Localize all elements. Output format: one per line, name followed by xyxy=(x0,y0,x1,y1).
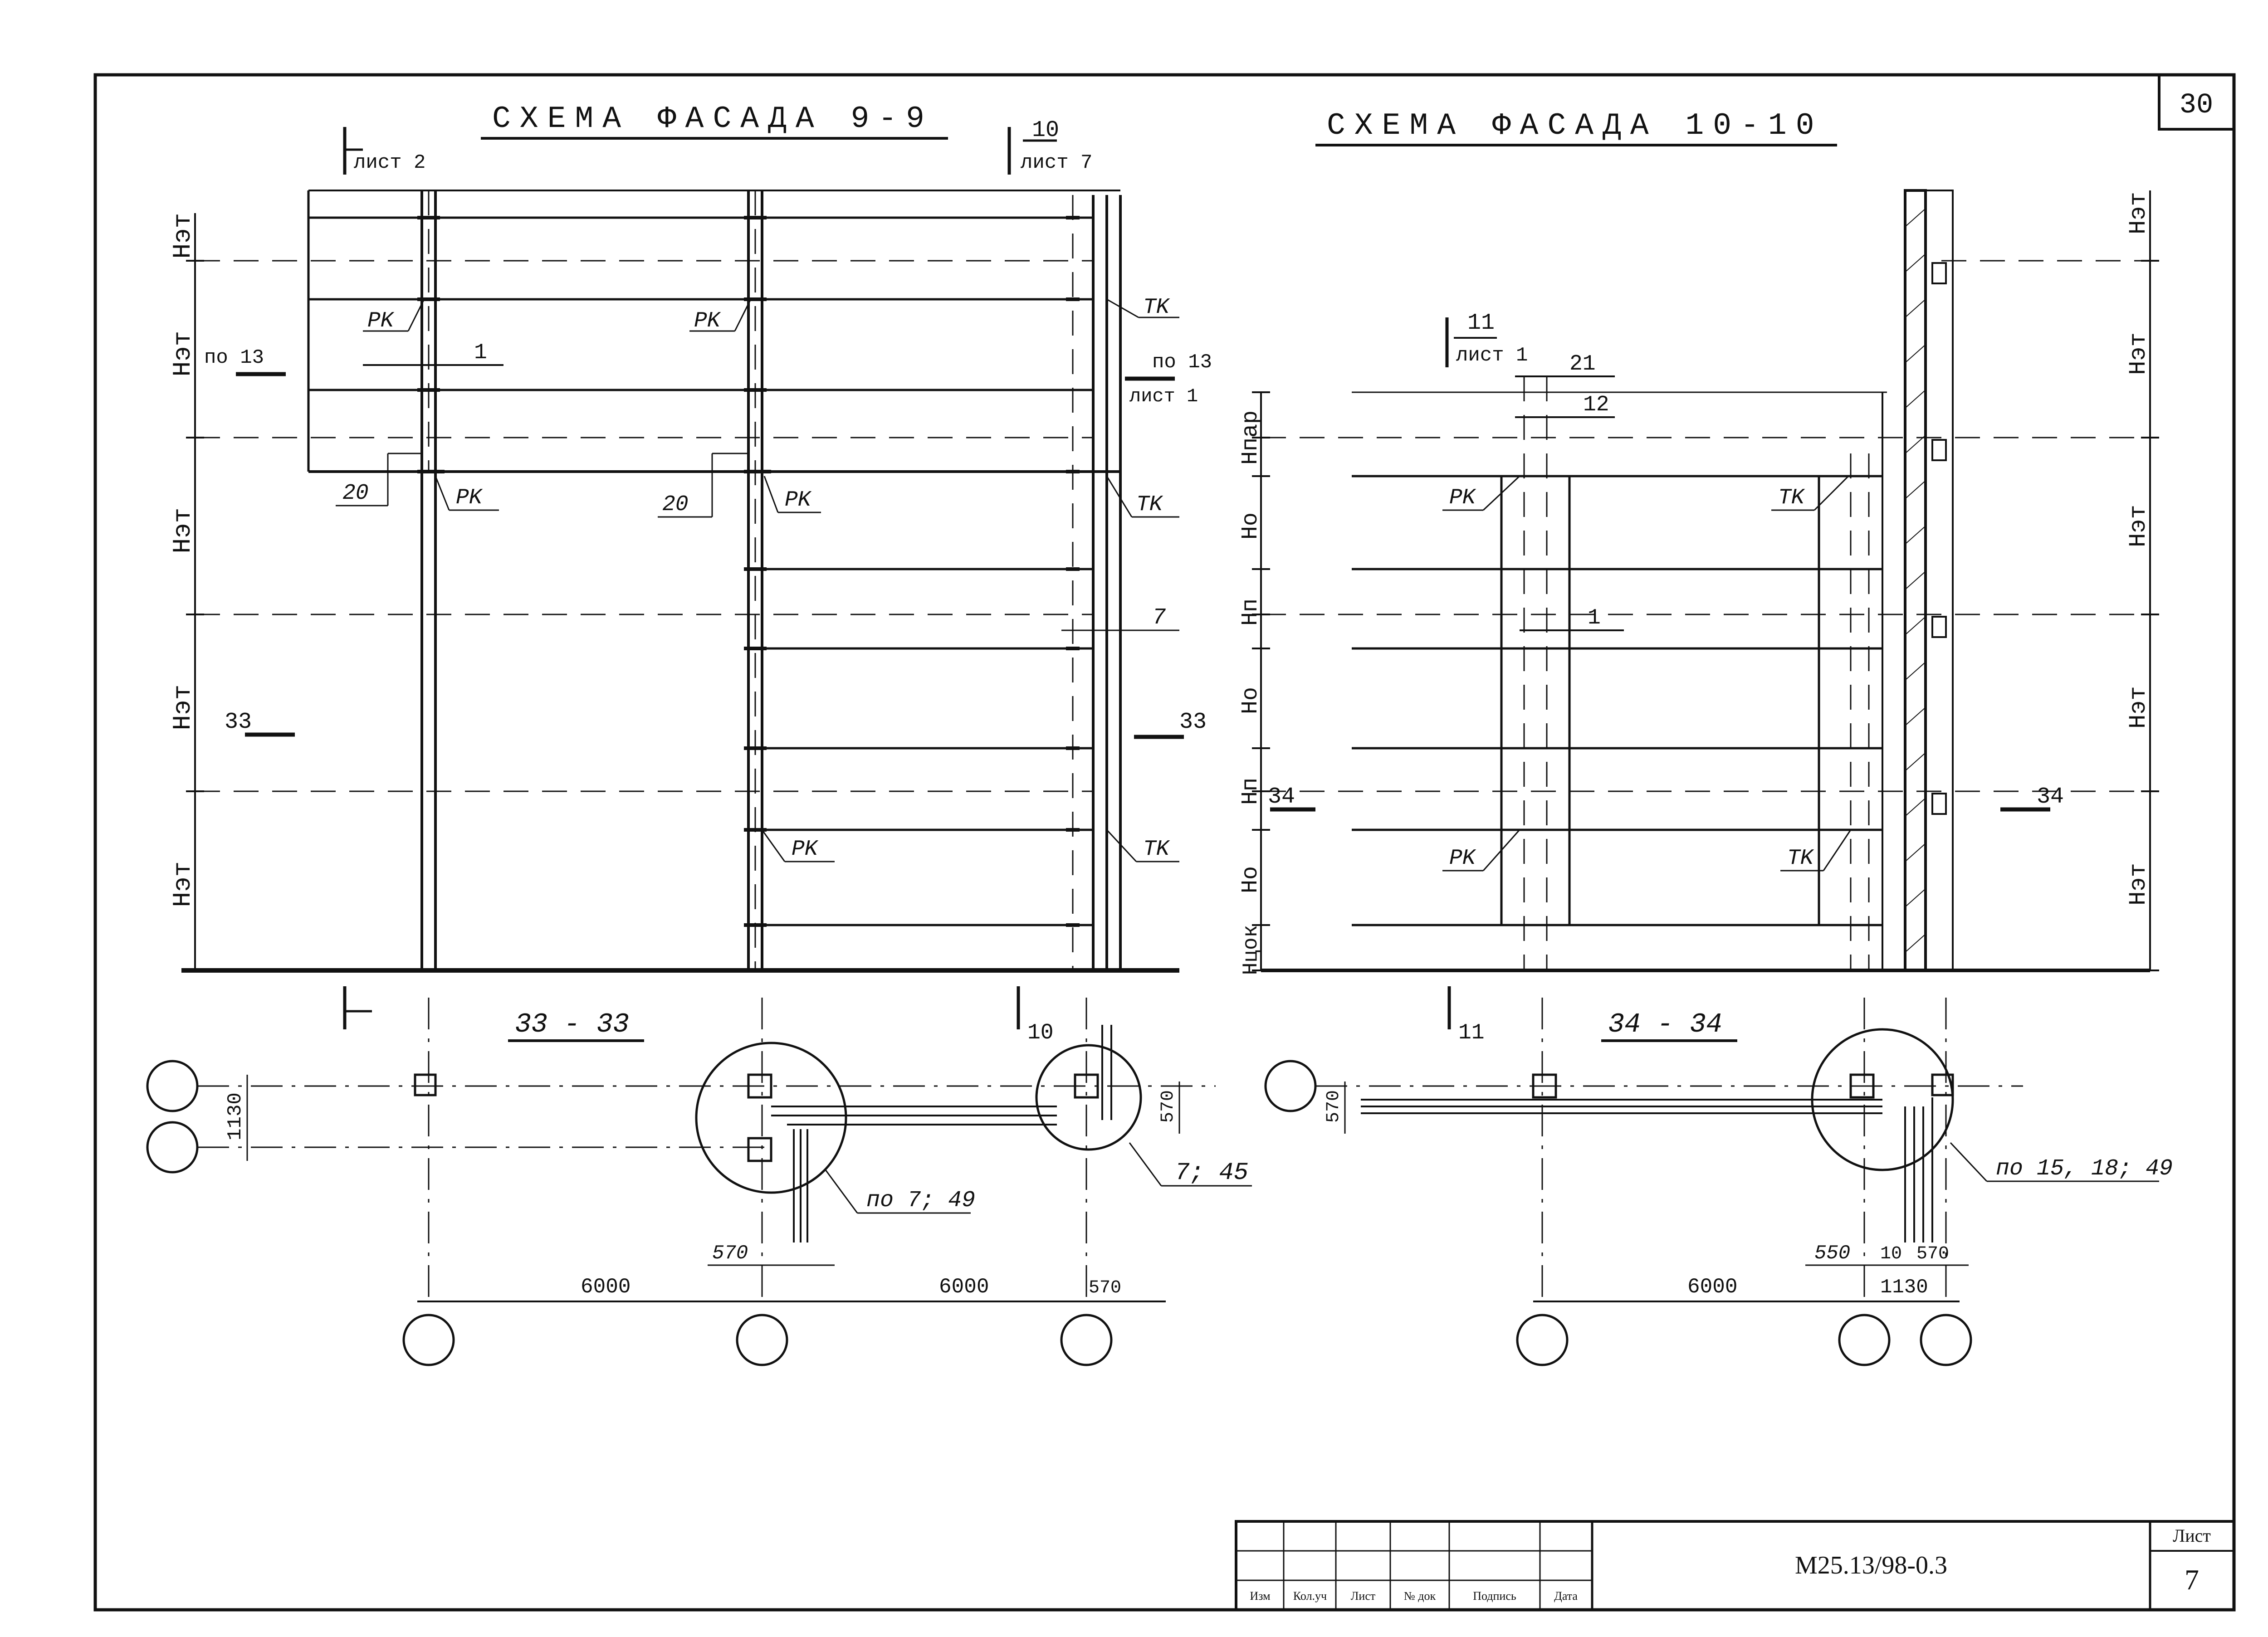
dim-570-c: 570 xyxy=(1089,1278,1121,1298)
callout-tk-3: TK xyxy=(1143,837,1170,862)
sheet-frame xyxy=(93,73,2236,1612)
level-h-2: Hэт xyxy=(168,331,197,377)
dim-6000-34: 6000 xyxy=(1687,1275,1737,1299)
level-r-2: Hэт xyxy=(2125,332,2152,375)
cut-13-right: по 13 xyxy=(1152,351,1212,374)
section-33-title: 33 - 33 xyxy=(515,1009,629,1040)
callout-tk-5: TK xyxy=(1787,846,1814,871)
detail-circle-3 xyxy=(1811,1028,1954,1171)
dim-570-mid: 570 xyxy=(712,1242,748,1265)
callout-pk-6: PK xyxy=(1449,486,1476,510)
callout-20-left: 20 xyxy=(342,481,369,506)
callout-pk-5: PK xyxy=(792,837,819,862)
level-hp-2: Hп xyxy=(1238,778,1264,805)
callout-tk-4: TK xyxy=(1778,486,1805,510)
axis-bubble-b xyxy=(146,1121,199,1174)
level-r-1: Hэт xyxy=(2125,192,2152,234)
callout-7: 7 xyxy=(1152,605,1166,631)
title-block: Изм Кол.уч Лист № док Подпись Дата М25.1… xyxy=(1235,1520,2235,1611)
cut-33-left: 33 xyxy=(225,709,252,735)
dim-1130: 1130 xyxy=(224,1092,247,1140)
page-number-box xyxy=(2158,73,2235,131)
detail-circle-2 xyxy=(1035,1044,1142,1151)
level-ho-3: Hо xyxy=(1238,866,1264,893)
dim-6000-a: 6000 xyxy=(581,1275,631,1299)
axis-bubble-1 xyxy=(402,1314,455,1366)
axis-bubble-c xyxy=(1264,1060,1317,1112)
callout-1: 1 xyxy=(474,341,487,365)
dim-570-34: 570 xyxy=(1324,1090,1344,1123)
cut-34-left: 34 xyxy=(1268,784,1295,810)
level-ho-2: Hо xyxy=(1238,687,1264,714)
sheet-label: Лист xyxy=(2173,1525,2211,1546)
cut-13-left: по 13 xyxy=(204,346,264,369)
dim-10: 10 xyxy=(1880,1244,1902,1264)
section-34-title: 34 - 34 xyxy=(1608,1009,1722,1040)
tb-header-izm: Изм xyxy=(1250,1589,1270,1603)
axis-bubble-6 xyxy=(1920,1314,1972,1366)
callout-pk-4: PK xyxy=(785,488,812,512)
cut-13-sheet: лист 1 xyxy=(1129,385,1198,407)
callout-1b: 1 xyxy=(1588,606,1601,630)
section-34-34: 11 34 - 34 570 по 15, 18; 49 550 10 570 … xyxy=(1264,986,2173,1366)
dim-570-34b: 570 xyxy=(1916,1244,1949,1264)
tb-header-kolu: Кол.уч xyxy=(1293,1589,1327,1603)
callout-20-mid: 20 xyxy=(662,492,689,517)
facade-9-title: СХЕМА ФАСАДА 9-9 xyxy=(492,102,934,136)
mark-10: 10 xyxy=(1027,1021,1054,1045)
callout-21: 21 xyxy=(1569,352,1596,376)
dim-570-right: 570 xyxy=(1158,1090,1178,1123)
axis-bubble-4 xyxy=(1516,1314,1569,1366)
tb-header-doc: № док xyxy=(1404,1589,1436,1603)
note-15-18-49: по 15, 18; 49 xyxy=(1996,1156,2173,1182)
cut-34-right: 34 xyxy=(2037,784,2064,810)
ref-sheet-7: лист 7 xyxy=(1021,151,1092,174)
level-hcok: Hцок xyxy=(1239,925,1263,975)
detail-circle-1 xyxy=(695,1042,847,1194)
axis-bubble-5 xyxy=(1838,1314,1891,1366)
level-h-3: Hэт xyxy=(168,508,197,554)
callout-tk-1: TK xyxy=(1143,295,1170,320)
facade-10-title: СХЕМА ФАСАДА 10-10 xyxy=(1327,108,1823,143)
doc-code: М25.13/98-0.3 xyxy=(1795,1551,1947,1579)
dim-6000-b: 6000 xyxy=(939,1275,989,1299)
note-7-45: 7; 45 xyxy=(1175,1159,1248,1187)
mark-11: 11 xyxy=(1458,1021,1485,1045)
axis-bubble-3 xyxy=(1060,1314,1113,1366)
level-ho-1: Hо xyxy=(1238,512,1264,540)
ref-sheet-2: лист 2 xyxy=(354,151,425,174)
tb-header-sign: Подпись xyxy=(1473,1589,1516,1603)
dim-1130-34: 1130 xyxy=(1880,1276,1928,1299)
tb-header-date: Дата xyxy=(1554,1589,1578,1603)
callout-pk-7: PK xyxy=(1449,846,1476,871)
note-7-49: по 7; 49 xyxy=(866,1188,975,1213)
level-r-4: Hэт xyxy=(2125,686,2152,729)
callout-12: 12 xyxy=(1583,393,1609,417)
page-number: 30 xyxy=(2180,89,2213,121)
ref-sheet-1: лист 1 xyxy=(1456,344,1528,367)
facade-10-10: СХЕМА ФАСАДА 10-10 11 лист 1 21 12 xyxy=(1238,108,2159,975)
level-r-3: Hэт xyxy=(2125,505,2152,547)
axis-bubble-a xyxy=(146,1060,199,1112)
level-h-5: Hэт xyxy=(168,862,197,907)
cut-33-right: 33 xyxy=(1179,709,1207,735)
level-hp-1: Hп xyxy=(1238,599,1264,626)
callout-pk-1: PK xyxy=(367,309,395,333)
level-hpar: Hпар xyxy=(1238,410,1264,465)
level-h-1: Hэт xyxy=(168,213,197,259)
callout-pk-2: PK xyxy=(694,309,721,333)
tb-header-list: Лист xyxy=(1351,1589,1375,1603)
level-r-5: Hэт xyxy=(2125,863,2152,906)
section-33-33: 10 33 - 33 1130 570 по 7; 49 7; 45 xyxy=(146,986,1252,1366)
level-h-4: Hэт xyxy=(168,685,197,731)
sheet-number: 7 xyxy=(2185,1564,2199,1596)
callout-tk-2: TK xyxy=(1136,492,1163,517)
callout-pk-3: PK xyxy=(456,486,483,510)
ref-10: 10 xyxy=(1032,117,1059,143)
axis-bubble-2 xyxy=(736,1314,788,1366)
ref-11: 11 xyxy=(1467,310,1495,336)
dim-550: 550 xyxy=(1814,1242,1850,1265)
facade-9-9: СХЕМА ФАСАДА 9-9 лист 2 10 лист 7 xyxy=(168,102,1212,973)
